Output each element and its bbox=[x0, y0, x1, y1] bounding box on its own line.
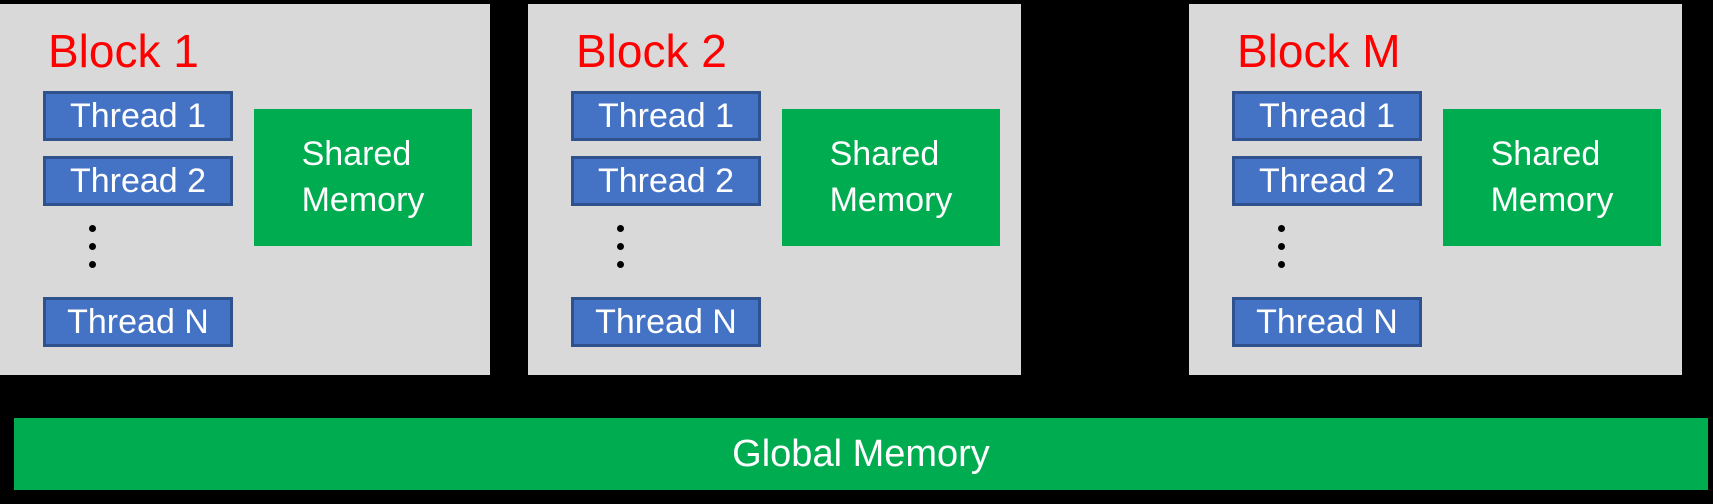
block-1-shared-memory-label: Shared Memory bbox=[301, 134, 425, 219]
ellipsis-dot bbox=[617, 261, 624, 268]
block-m-shared-memory-box: Shared Memory bbox=[1443, 109, 1661, 246]
global-memory-label: Global Memory bbox=[732, 432, 990, 475]
ellipsis-dot bbox=[617, 243, 624, 250]
block-m-thread-n-box: Thread N bbox=[1232, 297, 1422, 347]
block-m-thread-2-box: Thread 2 bbox=[1232, 156, 1422, 206]
block-m-thread-1-box: Thread 1 bbox=[1232, 91, 1422, 141]
block-2-shared-memory-label: Shared Memory bbox=[829, 134, 953, 219]
block-m-card: Block M Thread 1 Thread 2 Thread N Share… bbox=[1189, 4, 1682, 375]
block-2-shared-memory-box: Shared Memory bbox=[782, 109, 1000, 246]
block-2-title: Block 2 bbox=[576, 25, 727, 77]
ellipsis-dot bbox=[89, 261, 96, 268]
block-m-title: Block M bbox=[1237, 25, 1401, 77]
block-1-thread-n-box: Thread N bbox=[43, 297, 233, 347]
ellipsis-dot bbox=[1278, 243, 1285, 250]
block-2-thread-n-box: Thread N bbox=[571, 297, 761, 347]
global-memory-bar: Global Memory bbox=[14, 418, 1708, 490]
ellipsis-dot bbox=[617, 225, 624, 232]
block-2-vertical-ellipsis bbox=[617, 225, 624, 268]
block-1-thread-2-box: Thread 2 bbox=[43, 156, 233, 206]
block-2-thread-2-box: Thread 2 bbox=[571, 156, 761, 206]
ellipsis-dot bbox=[1278, 225, 1285, 232]
ellipsis-dot bbox=[89, 243, 96, 250]
block-1-thread-1-box: Thread 1 bbox=[43, 91, 233, 141]
block-1-card: Block 1 Thread 1 Thread 2 Thread N Share… bbox=[0, 4, 490, 375]
ellipsis-dot bbox=[89, 225, 96, 232]
block-m-vertical-ellipsis bbox=[1278, 225, 1285, 268]
block-2-card: Block 2 Thread 1 Thread 2 Thread N Share… bbox=[528, 4, 1021, 375]
block-1-vertical-ellipsis bbox=[89, 225, 96, 268]
block-1-title: Block 1 bbox=[48, 25, 199, 77]
block-2-thread-1-box: Thread 1 bbox=[571, 91, 761, 141]
ellipsis-dot bbox=[1278, 261, 1285, 268]
block-m-shared-memory-label: Shared Memory bbox=[1490, 134, 1614, 219]
block-1-shared-memory-box: Shared Memory bbox=[254, 109, 472, 246]
